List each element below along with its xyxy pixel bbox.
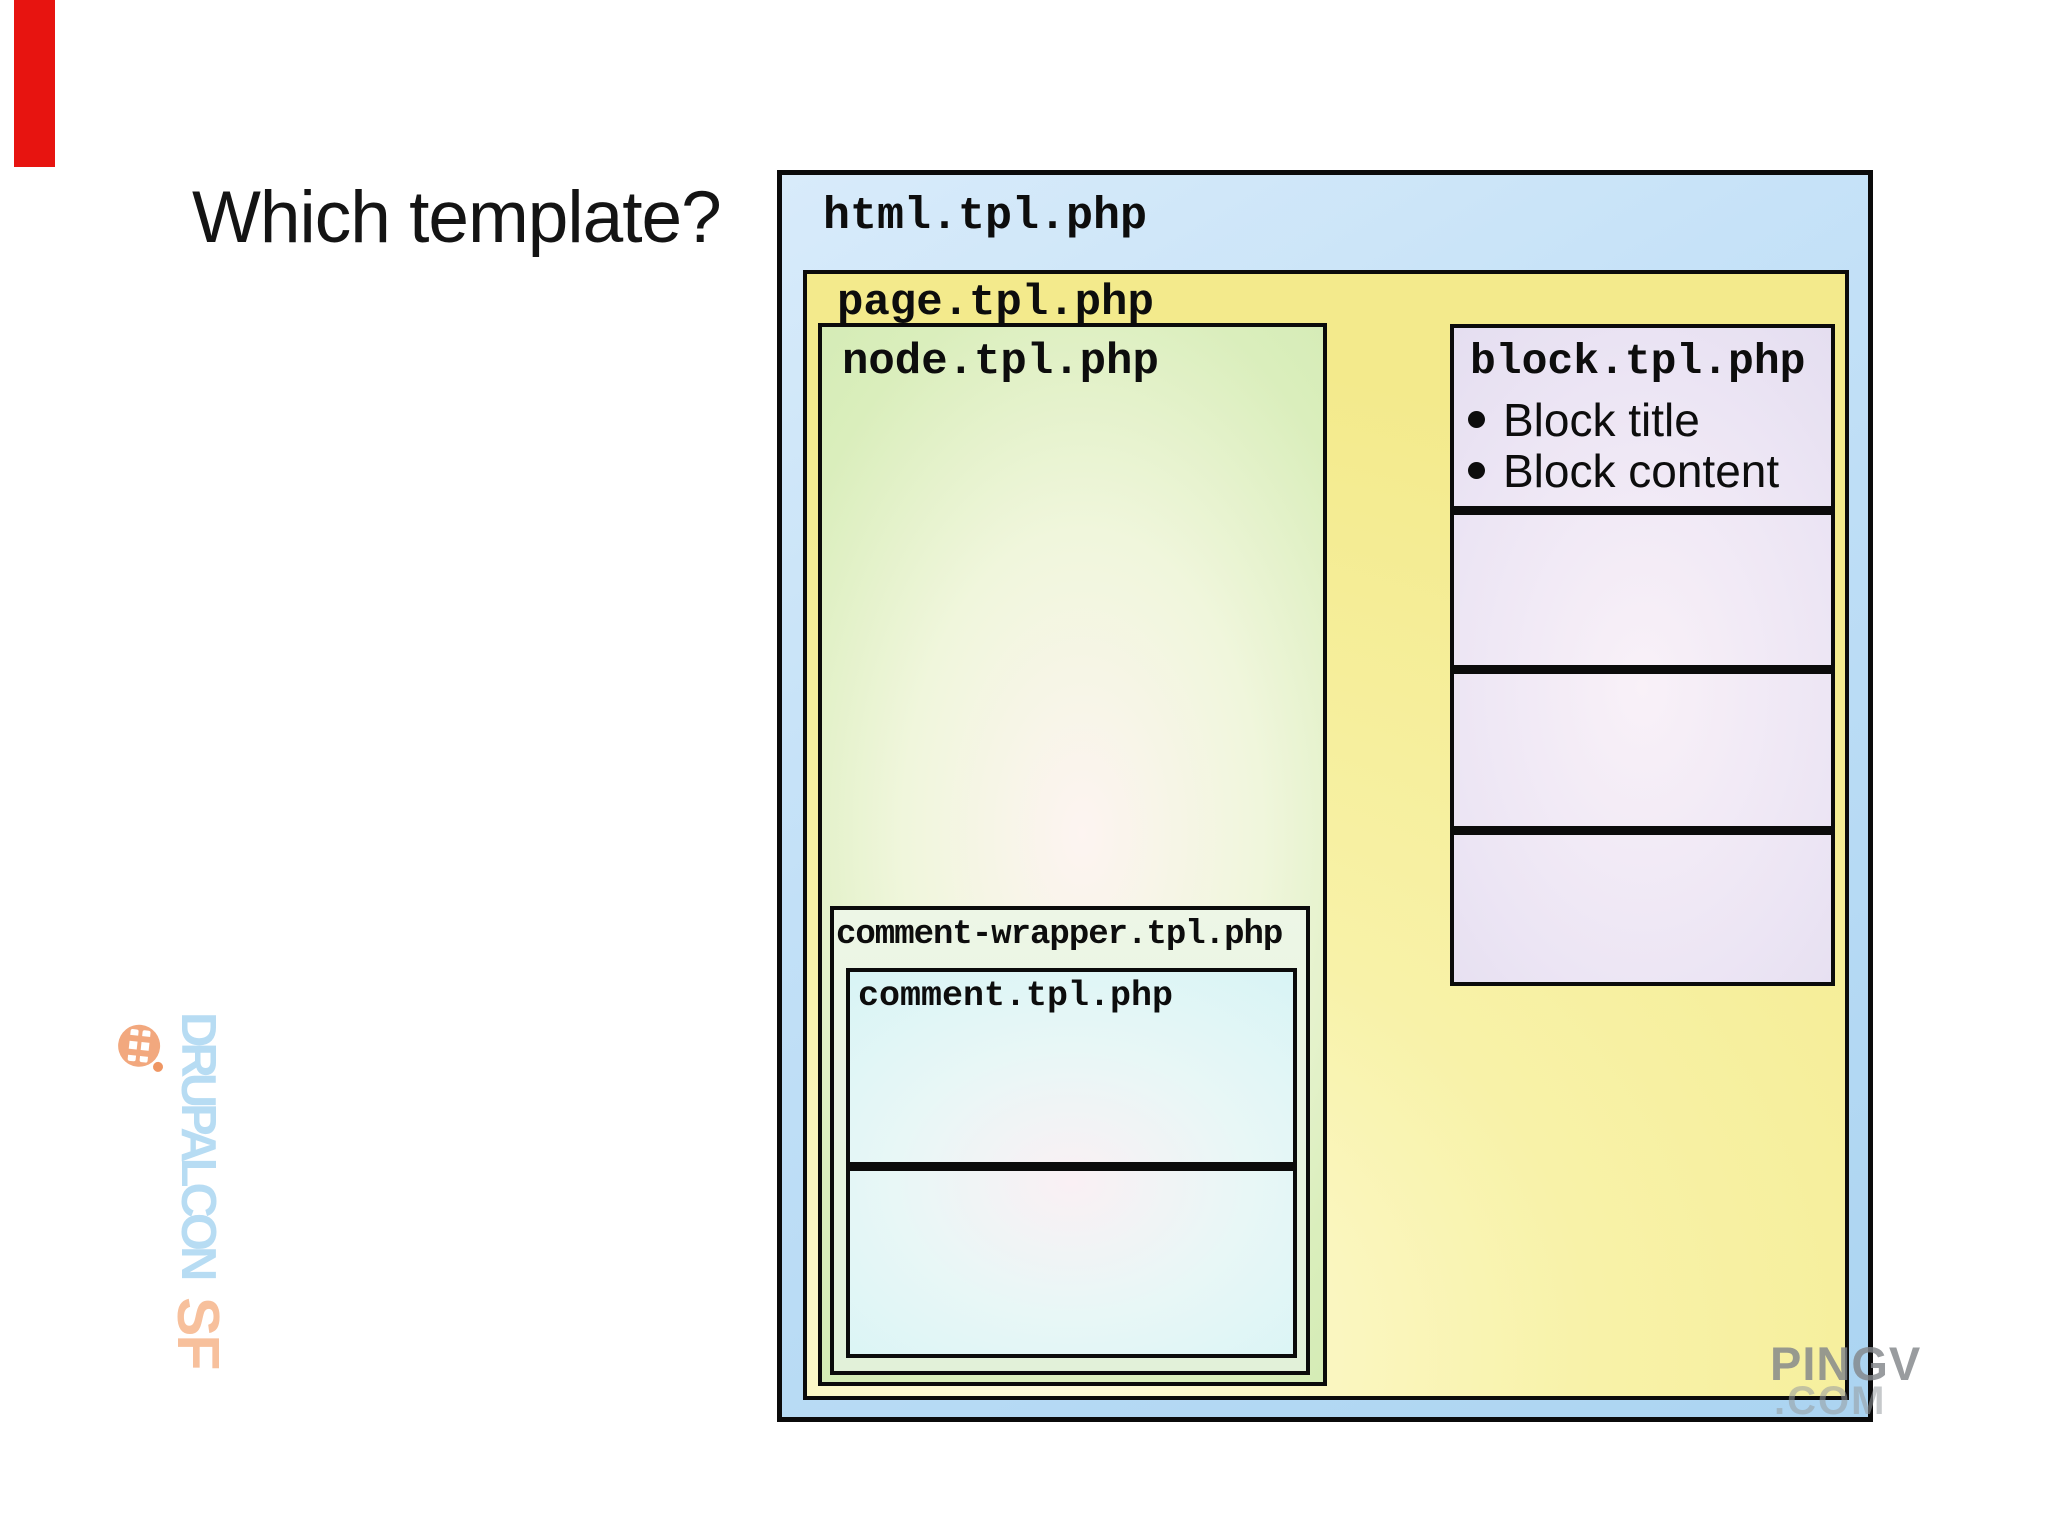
slide-title: Which template?	[192, 177, 722, 258]
block-template-box: block.tpl.php Block title Block content	[1450, 324, 1835, 986]
html-template-box: html.tpl.php page.tpl.php node.tpl.php c…	[777, 170, 1873, 1422]
comment-section-1: comment.tpl.php	[850, 972, 1293, 1162]
html-template-label: html.tpl.php	[823, 191, 1148, 242]
bullet-dot-icon	[1468, 462, 1485, 480]
block-bullet-list: Block title Block content	[1454, 394, 1831, 496]
drupalcon-branding: DRUPALCON SF	[112, 1012, 231, 1368]
comment-section-divider	[850, 1162, 1293, 1171]
block-template-label: block.tpl.php	[1470, 337, 1806, 386]
block-section-divider	[1454, 506, 1831, 515]
page-template-box: page.tpl.php node.tpl.php comment-wrappe…	[803, 270, 1849, 1400]
block-section-divider	[1454, 826, 1831, 835]
block-section-divider	[1454, 665, 1831, 674]
drupalcon-sf-logo-icon	[118, 1024, 164, 1072]
block-section-empty	[1454, 515, 1831, 665]
comment-template-label: comment.tpl.php	[858, 976, 1174, 1016]
pingv-watermark-line1: PINGV	[1770, 1337, 1922, 1390]
pingv-watermark: PINGV .COM	[1770, 1340, 1921, 1421]
sf-text: SF	[165, 1296, 231, 1369]
bullet-label: Block title	[1503, 393, 1700, 446]
comment-section-2	[850, 1171, 1293, 1354]
bullet-dot-icon	[1468, 411, 1485, 429]
list-item: Block title	[1454, 394, 1831, 445]
comment-template-box: comment.tpl.php	[846, 968, 1297, 1358]
pingv-watermark-line2: .COM	[1774, 1379, 1887, 1423]
bullet-label: Block content	[1503, 444, 1780, 497]
block-section-empty	[1454, 674, 1831, 826]
node-template-label: node.tpl.php	[842, 337, 1159, 387]
drupalcon-text: DRUPALCON	[171, 1012, 225, 1277]
comment-wrapper-template-label: comment-wrapper.tpl.php	[836, 916, 1283, 954]
block-section-titled: block.tpl.php Block title Block content	[1454, 328, 1831, 506]
node-template-box: node.tpl.php comment-wrapper.tpl.php com…	[818, 323, 1327, 1386]
list-item: Block content	[1454, 445, 1831, 496]
block-section-empty	[1454, 835, 1831, 982]
page-template-label: page.tpl.php	[837, 278, 1154, 328]
comment-wrapper-template-box: comment-wrapper.tpl.php comment.tpl.php	[830, 906, 1310, 1375]
red-accent-bar	[14, 0, 55, 167]
